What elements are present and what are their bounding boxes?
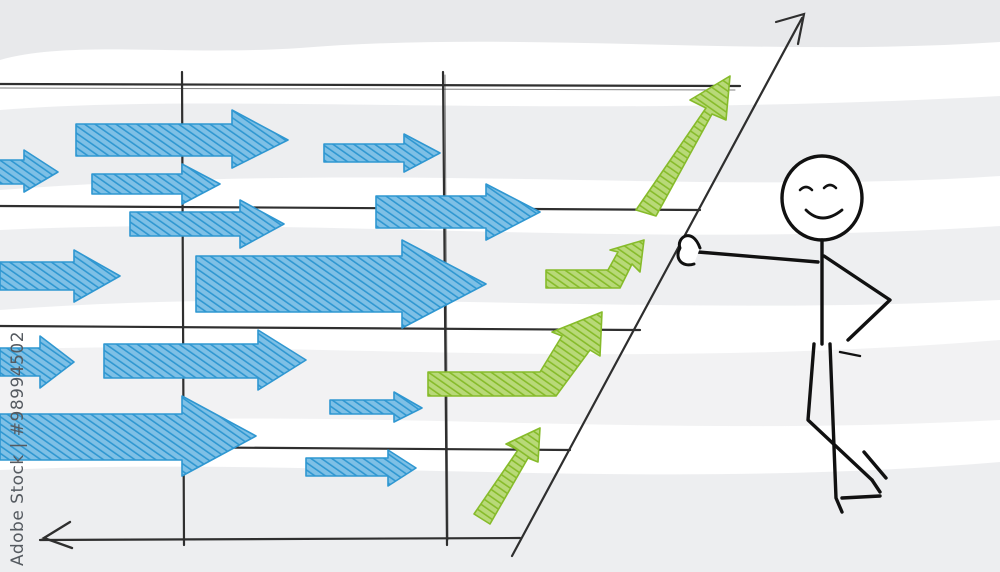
figure-eye-left [798,185,814,192]
blue-arrow [323,133,441,173]
green-arrow [427,311,603,397]
blue-arrows [0,109,541,487]
green-arrow [545,239,645,289]
figure-arm-right [822,254,892,342]
figure-foot-right [840,494,882,500]
watermark-side-text: Adobe Stock | #98994502 [8,330,28,566]
trend-line [510,12,806,558]
blue-arrow [305,449,417,487]
blue-arrow [91,163,221,205]
figure-foot-left [862,450,888,494]
figure-head [780,154,864,242]
axis-left-arrowhead [41,520,74,550]
figure-smile [804,208,844,220]
figure-eye-right [822,183,838,190]
stick-figure [676,154,892,514]
blue-arrow [129,199,285,249]
blue-arrow [0,249,121,303]
blue-arrow [75,109,289,169]
green-arrow [473,427,541,525]
figure-arm-left [696,250,820,264]
blue-arrow [0,395,257,477]
blue-arrow [329,391,423,423]
green-arrow [635,75,731,217]
figure-leg-right [828,342,844,514]
green-arrows [427,75,731,525]
figure-hand [676,234,702,267]
blue-arrow [195,239,487,329]
figure-leg-left [806,342,874,482]
blue-arrow [0,335,75,389]
blue-arrow [375,183,541,241]
blue-arrow [103,329,307,391]
blue-arrow [0,149,59,193]
